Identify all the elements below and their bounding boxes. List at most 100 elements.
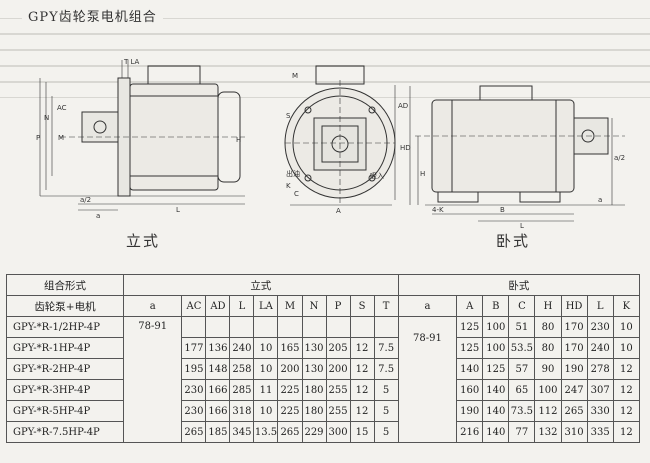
label-ac: AC — [57, 104, 67, 112]
vertical-side-view — [39, 60, 245, 211]
vertical-cell: 180 — [301, 400, 327, 422]
vertical-cell: 12 — [349, 400, 375, 422]
col-header: HD — [560, 295, 588, 317]
vertical-cell — [229, 316, 255, 338]
vertical-cell: 205 — [325, 337, 351, 359]
horizontal-cell: 73.5 — [508, 400, 536, 422]
horizontal-cell: 65 — [508, 379, 536, 401]
vertical-cell: 258 — [229, 358, 255, 380]
label-b: B — [500, 206, 505, 214]
horizontal-cell: 12 — [612, 358, 641, 380]
label-k: K — [286, 182, 291, 190]
vertical-cell: 166 — [205, 400, 231, 422]
horizontal-cell: 57 — [508, 358, 536, 380]
horizontal-cell: 140 — [482, 421, 510, 443]
vertical-cell: 7.5 — [373, 358, 399, 380]
model-cell: GPY-*R-1/2HP-4P — [6, 316, 124, 338]
caption-horizontal: 卧式 — [496, 232, 531, 250]
horizontal-cell: 216 — [456, 421, 484, 443]
vertical-cell: 345 — [229, 421, 255, 443]
vertical-cell: 230 — [181, 379, 207, 401]
vertical-cell — [253, 316, 279, 338]
horizontal-cell: 140 — [456, 358, 484, 380]
col-header: AD — [205, 295, 231, 317]
horizontal-cell: 80 — [534, 316, 562, 338]
vertical-cell: 5 — [373, 421, 399, 443]
vertical-cell: 229 — [301, 421, 327, 443]
label-c: C — [294, 190, 299, 198]
col-header: LA — [253, 295, 279, 317]
horizontal-cell: 190 — [456, 400, 484, 422]
horizontal-side-view — [409, 85, 625, 222]
vertical-cell: 10 — [253, 400, 279, 422]
col-header: S — [349, 295, 375, 317]
label-hd: HD — [400, 144, 411, 152]
col-header: T — [373, 295, 399, 317]
label-inlet: 吸入 — [370, 172, 384, 180]
vertical-cell — [373, 316, 399, 338]
vertical-cell — [205, 316, 231, 338]
label-a2: a/2 — [80, 196, 91, 204]
horizontal-cell: 125 — [456, 316, 484, 338]
col-header: L — [586, 295, 614, 317]
vertical-cell — [181, 316, 207, 338]
vertical-cell: 195 — [181, 358, 207, 380]
col-header: AC — [181, 295, 207, 317]
vertical-cell: 5 — [373, 400, 399, 422]
label-m: M — [58, 134, 64, 142]
vertical-cell: 136 — [205, 337, 231, 359]
caption-vertical: 立式 — [126, 232, 161, 250]
horizontal-cell: 310 — [560, 421, 588, 443]
vertical-cell: 300 — [325, 421, 351, 443]
col-header: P — [325, 295, 351, 317]
horizontal-cell: 278 — [586, 358, 614, 380]
vertical-cell: 10 — [253, 337, 279, 359]
horizontal-cell: 335 — [586, 421, 614, 443]
vertical-cell: 130 — [301, 337, 327, 359]
horizontal-cell: 125 — [482, 358, 510, 380]
header-vertical: 立式 — [122, 274, 399, 296]
vertical-cell: 255 — [325, 379, 351, 401]
horizontal-cell: 112 — [534, 400, 562, 422]
vertical-cell — [325, 316, 351, 338]
horizontal-cell: 77 — [508, 421, 536, 443]
horizontal-cell: 160 — [456, 379, 484, 401]
vertical-cell: 165 — [277, 337, 303, 359]
label-a-horizontal: a — [598, 196, 602, 204]
horizontal-cell: 265 — [560, 400, 588, 422]
col-header: C — [508, 295, 536, 317]
vertical-cell: 240 — [229, 337, 255, 359]
vertical-cell: 12 — [349, 337, 375, 359]
label-m-end: M — [292, 72, 298, 80]
vertical-cell: 200 — [325, 358, 351, 380]
horizontal-cell: 53.5 — [508, 337, 536, 359]
vertical-cell: 225 — [277, 379, 303, 401]
vertical-cell: 12 — [349, 358, 375, 380]
model-cell: GPY-*R-5HP-4P — [6, 400, 124, 422]
col-header: a — [122, 295, 183, 317]
label-a-end: A — [336, 207, 341, 215]
vertical-cell: 13.5 — [253, 421, 279, 443]
ghost-row — [0, 18, 650, 34]
vertical-cell: 318 — [229, 400, 255, 422]
vertical-cell: 230 — [181, 400, 207, 422]
a-value-horizontal: 78-91 — [397, 316, 458, 443]
label-s: S — [286, 112, 291, 120]
page-title: GPY齿轮泵电机组合 — [22, 4, 163, 27]
vertical-cell: 265 — [277, 421, 303, 443]
vertical-cell: 200 — [277, 358, 303, 380]
horizontal-cell: 10 — [612, 337, 641, 359]
horizontal-cell: 307 — [586, 379, 614, 401]
label-n: N — [44, 114, 49, 122]
label-h: H — [236, 136, 241, 144]
horizontal-cell: 51 — [508, 316, 536, 338]
horizontal-cell: 240 — [586, 337, 614, 359]
horizontal-cell: 12 — [612, 379, 641, 401]
label-p: P — [36, 134, 40, 142]
horizontal-cell: 330 — [586, 400, 614, 422]
